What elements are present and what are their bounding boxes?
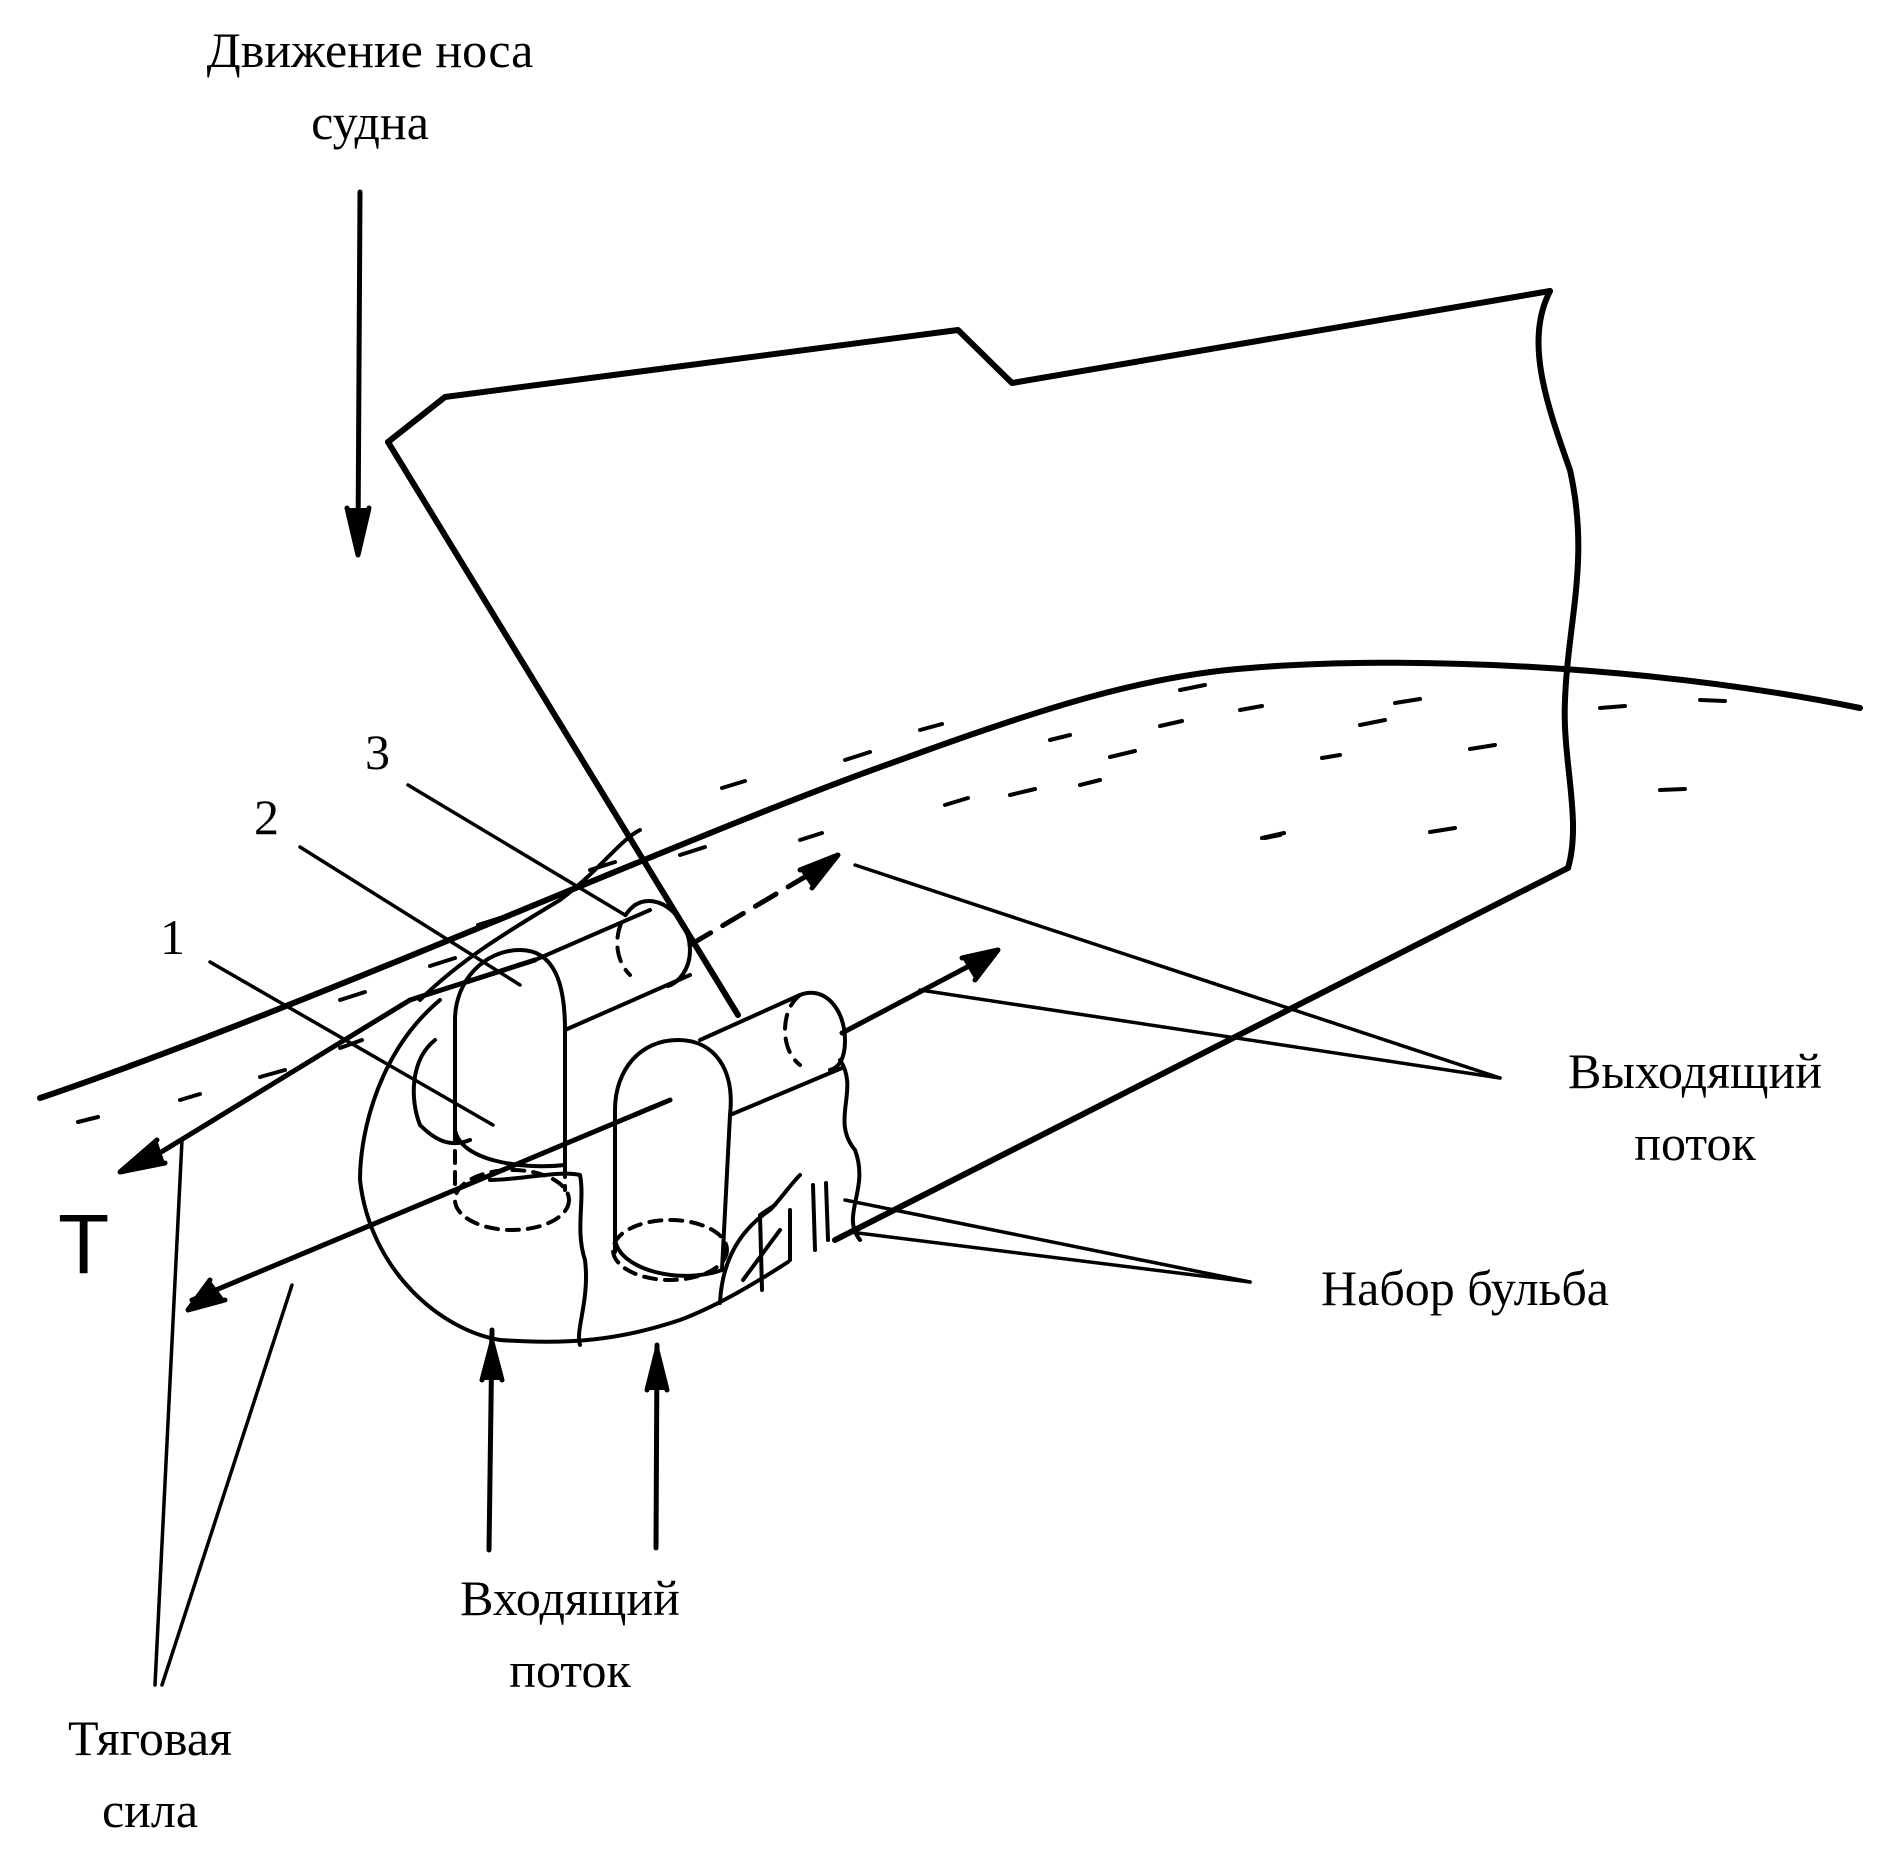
callout-3: 3 xyxy=(365,727,390,777)
traction-force-label: Тяговая сила xyxy=(30,1702,270,1846)
bow-motion-label: Движение носа судна xyxy=(170,14,570,158)
incoming-flow-line-1: Входящий xyxy=(420,1562,720,1634)
bow-motion-line-1: Движение носа xyxy=(170,14,570,86)
waterline xyxy=(40,663,1860,1098)
callout-1: 1 xyxy=(160,912,185,962)
water-surface-dashes xyxy=(78,685,1725,1122)
outgoing-flow-line-2: поток xyxy=(1535,1107,1855,1179)
thruster-tube-left xyxy=(455,901,690,1166)
incoming-flow-line-2: поток xyxy=(420,1634,720,1706)
outgoing-flow-label: Выходящий поток xyxy=(1535,1035,1855,1179)
traction-force-line-2: сила xyxy=(30,1774,270,1846)
traction-force-line-1: Тяговая xyxy=(30,1702,270,1774)
bulb-frame-text: Набор бульба xyxy=(1275,1252,1655,1324)
incoming-flow-arrows xyxy=(482,1330,667,1550)
incoming-flow-label: Входящий поток xyxy=(420,1562,720,1706)
tube-inlet-openings xyxy=(455,1130,727,1280)
outgoing-flow-line-1: Выходящий xyxy=(1535,1035,1855,1107)
bulb-frame-label: Набор бульба xyxy=(1275,1252,1655,1324)
bow-motion-arrow xyxy=(347,192,369,555)
thrust-arrows xyxy=(120,960,670,1310)
callout-2: 2 xyxy=(254,792,279,842)
thrust-symbol: T xyxy=(58,1202,109,1286)
bow-motion-line-2: судна xyxy=(170,86,570,158)
thruster-tube-right xyxy=(615,993,845,1276)
